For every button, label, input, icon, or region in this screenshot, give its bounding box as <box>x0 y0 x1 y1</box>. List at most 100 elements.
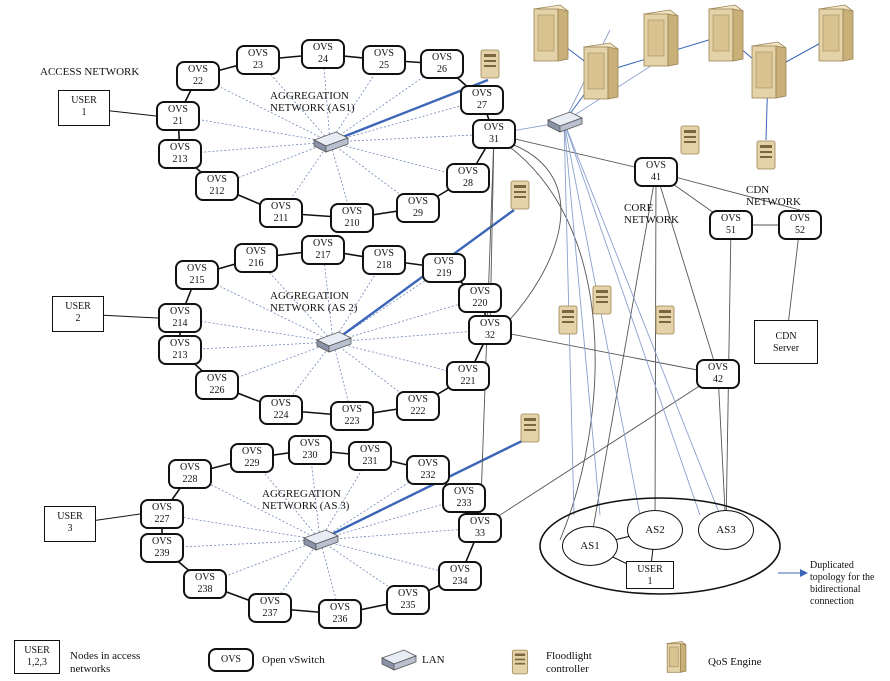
ovs-node-label: OVS <box>457 166 478 177</box>
aggregation-network-1-label-line: NETWORK (AS1) <box>270 102 355 114</box>
ovs-node-label: OVS <box>789 213 810 224</box>
user-node-label: USER <box>65 301 91 312</box>
lan-dashed-link <box>196 274 334 343</box>
ovs-node-number: 41 <box>651 172 661 183</box>
ovs-node-label: OVS <box>169 306 190 317</box>
legend-floodlight-text-line: Floodlight <box>546 650 592 662</box>
ovs-node-number: 239 <box>154 548 170 559</box>
ovs-node-number: 238 <box>197 584 213 595</box>
as-node[interactable]: AS1 <box>562 526 618 566</box>
ovs-node-label: OVS <box>151 536 172 547</box>
floodlight-controller-icon <box>480 49 500 79</box>
ovs-node-label: OVS <box>373 248 394 259</box>
ovs-node-label: OVS <box>247 48 268 59</box>
ovs-node-number: 210 <box>344 218 360 229</box>
qos-engine-icon <box>642 9 680 67</box>
legend-ovs-text: Open vSwitch <box>262 654 325 666</box>
lan-dashed-link <box>309 449 321 541</box>
legend-user-label: 1,2,3 <box>27 657 47 668</box>
lan-dashed-link <box>216 341 334 386</box>
qos-engine-icon <box>750 41 788 99</box>
ovs-node-label: OVS <box>469 516 490 527</box>
ovs-node-number: 213 <box>172 154 188 165</box>
lan-link <box>563 121 601 516</box>
lan-dashed-link <box>332 341 469 377</box>
ovs-node-label: OVS <box>707 362 728 373</box>
core-network-label-line: CORE <box>624 202 654 214</box>
as-node[interactable]: AS3 <box>698 510 754 550</box>
ovs-node-number: 235 <box>400 600 416 611</box>
lan-dashed-link <box>332 329 491 343</box>
ovs-node-label: OVS <box>469 286 490 297</box>
lan-dashed-link <box>332 341 353 417</box>
ovs-node-label: OVS <box>645 160 666 171</box>
lan-dashed-link <box>255 257 334 343</box>
legend-qos-text: QoS Engine <box>708 656 762 668</box>
arrow-head-icon <box>800 569 808 577</box>
ovs-node-number: 211 <box>273 213 289 224</box>
duplicated-topology-note-line: Duplicated <box>810 560 854 571</box>
ovs-node-label: OVS <box>457 364 478 375</box>
ovs-node-number: 52 <box>795 225 805 236</box>
ovs-node-label: OVS <box>341 206 362 217</box>
access-network-label-line: ACCESS NETWORK <box>40 66 140 78</box>
ovs-node-number: 212 <box>209 186 225 197</box>
as-node[interactable]: AS2 <box>627 510 683 550</box>
cdn-server-label: CDN <box>775 331 797 342</box>
ovs-node-number: 221 <box>460 376 476 387</box>
ovs-node-label: OVS <box>453 486 474 497</box>
